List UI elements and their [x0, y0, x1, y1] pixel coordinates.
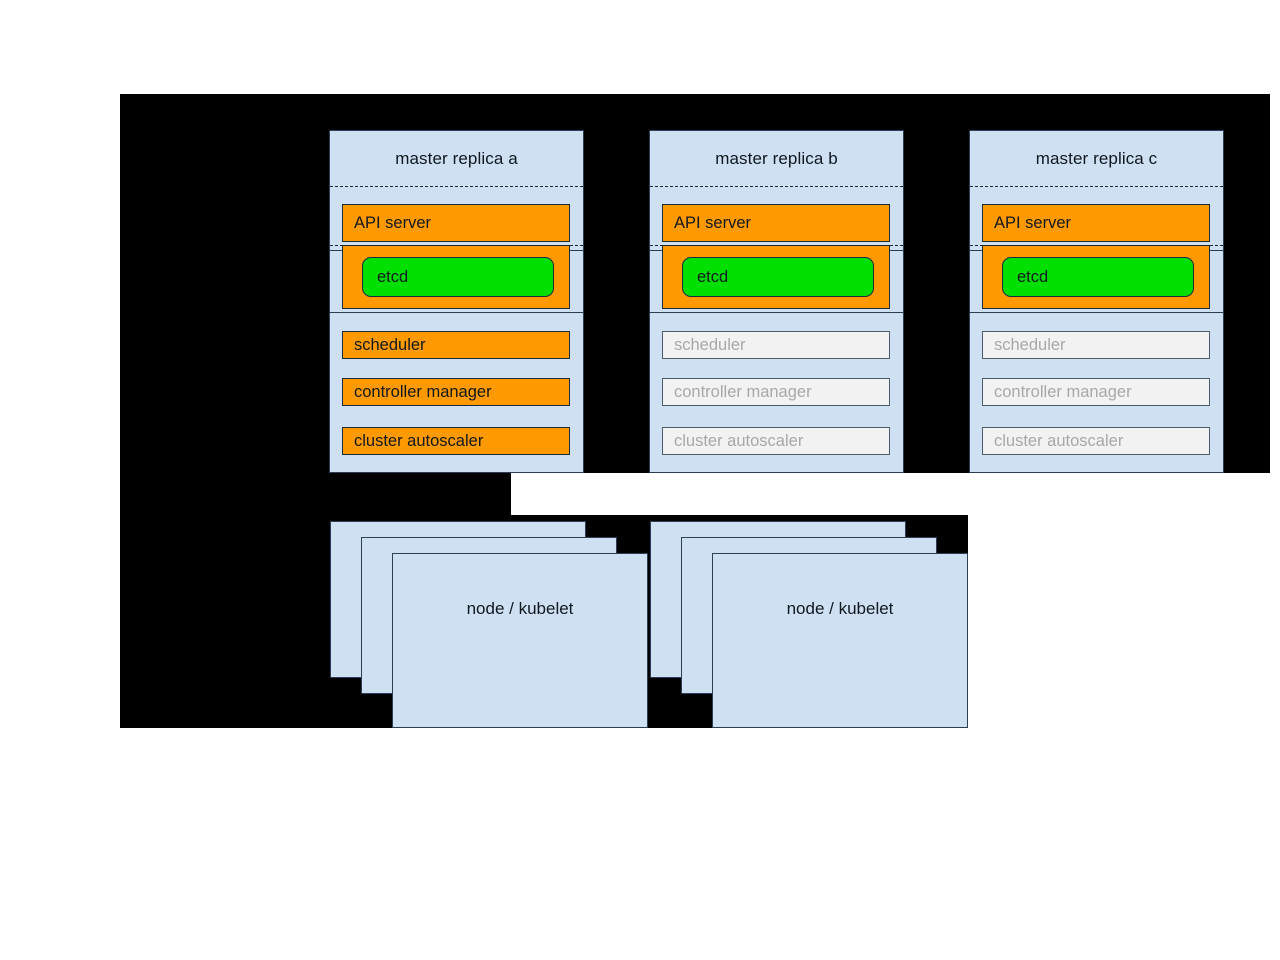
replica-b-controller-manager-label: controller manager	[674, 382, 812, 401]
replica-a-api-server-label: API server	[354, 213, 432, 232]
replica-a-rule-etcd	[330, 312, 583, 313]
replica-b-cluster-autoscaler-label: cluster autoscaler	[674, 431, 804, 450]
replica-b-controller-manager[interactable]: controller manager	[662, 378, 890, 406]
replica-b-divider-top	[650, 186, 903, 187]
replica-b-scheduler[interactable]: scheduler	[662, 331, 890, 359]
replica-c-cluster-autoscaler-label: cluster autoscaler	[994, 431, 1124, 450]
replica-c-scheduler[interactable]: scheduler	[982, 331, 1210, 359]
replica-c-rule-etcd	[970, 312, 1223, 313]
replica-a-scheduler-label: scheduler	[354, 335, 426, 354]
replica-c-api-server[interactable]: API server	[982, 204, 1210, 242]
replica-c-controller-manager-label: controller manager	[994, 382, 1132, 401]
master-replica-b-title: master replica b	[715, 149, 838, 168]
replica-c-controller-manager[interactable]: controller manager	[982, 378, 1210, 406]
replica-b-scheduler-label: scheduler	[674, 335, 746, 354]
replica-b-api-server-label: API server	[674, 213, 752, 232]
replica-a-controller-manager-label: controller manager	[354, 382, 492, 401]
replica-a-etcd-label: etcd	[377, 267, 409, 286]
node-group-2-card-front[interactable]: node / kubelet	[712, 553, 968, 728]
replica-a-api-server[interactable]: API server	[342, 204, 570, 242]
replica-a-controller-manager[interactable]: controller manager	[342, 378, 570, 406]
master-replica-a-title: master replica a	[395, 149, 518, 168]
replica-c-etcd[interactable]: etcd	[1002, 257, 1194, 297]
replica-c-etcd-label: etcd	[1017, 267, 1049, 286]
node-group-1-label: node / kubelet	[466, 599, 574, 618]
replica-b-cluster-autoscaler[interactable]: cluster autoscaler	[662, 427, 890, 455]
replica-b-etcd-label: etcd	[697, 267, 729, 286]
replica-c-divider-top	[970, 186, 1223, 187]
node-group-1-card-front[interactable]: node / kubelet	[392, 553, 648, 728]
replica-c-api-server-label: API server	[994, 213, 1072, 232]
replica-c-cluster-autoscaler[interactable]: cluster autoscaler	[982, 427, 1210, 455]
replica-c-scheduler-label: scheduler	[994, 335, 1066, 354]
replica-b-api-server[interactable]: API server	[662, 204, 890, 242]
replica-a-etcd[interactable]: etcd	[362, 257, 554, 297]
backdrop-middle-band	[120, 473, 511, 515]
replica-a-divider-top	[330, 186, 583, 187]
replica-b-etcd[interactable]: etcd	[682, 257, 874, 297]
node-group-2-label: node / kubelet	[786, 599, 894, 618]
replica-b-rule-etcd	[650, 312, 903, 313]
replica-a-scheduler[interactable]: scheduler	[342, 331, 570, 359]
replica-a-cluster-autoscaler[interactable]: cluster autoscaler	[342, 427, 570, 455]
replica-a-cluster-autoscaler-label: cluster autoscaler	[354, 431, 484, 450]
master-replica-c-title: master replica c	[1035, 149, 1158, 168]
